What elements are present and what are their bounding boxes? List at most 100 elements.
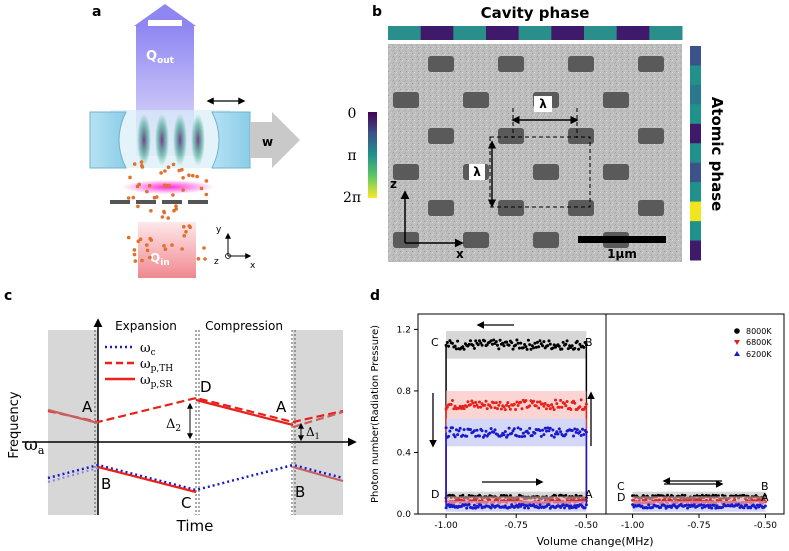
c-ylabel: Frequency [7, 391, 22, 458]
data-point [508, 407, 512, 411]
data-point [525, 347, 529, 351]
atom-dot [180, 167, 184, 172]
data-point [579, 434, 583, 437]
data-point [502, 433, 506, 437]
data-point [575, 339, 579, 343]
atom-cloud [155, 114, 169, 166]
data-point [524, 345, 528, 349]
data-point [516, 426, 520, 430]
data-point [533, 341, 537, 345]
point-c: C [181, 494, 191, 512]
atom-cloud [137, 114, 151, 166]
data-point [692, 503, 696, 507]
data-point [472, 346, 476, 350]
sem-square [428, 56, 454, 72]
data-point [686, 506, 690, 510]
colorbar-tick-pi: π [347, 148, 356, 164]
data-point [521, 503, 525, 507]
axis-x-label: x [250, 261, 256, 271]
data-point [467, 503, 471, 506]
data-point [451, 426, 454, 430]
data-point [478, 434, 481, 438]
atom-dot [174, 204, 178, 208]
panel-b-letter: b [372, 4, 383, 20]
data-point [561, 503, 565, 507]
data-point [492, 430, 496, 434]
atom-dot [182, 233, 186, 238]
data-point [541, 344, 545, 348]
data-point [501, 341, 505, 345]
compression-label: Compression [205, 319, 283, 333]
data-point [708, 504, 712, 507]
legend-marker-8000k [734, 328, 740, 334]
data-point [496, 407, 499, 411]
data-point [520, 407, 524, 411]
data-point [461, 433, 465, 437]
atomic-phase-segment [690, 65, 701, 86]
data-point [490, 342, 494, 346]
data-point [505, 403, 509, 407]
data-point [471, 344, 475, 347]
scale-bar [578, 236, 666, 243]
data-point [519, 427, 523, 431]
atom-dot [126, 196, 131, 200]
data-point [516, 341, 520, 345]
atom-dot [160, 215, 165, 219]
data-point [574, 506, 578, 510]
data-point [514, 343, 518, 347]
data-point [552, 435, 556, 439]
data-point [512, 402, 516, 406]
atom-dot [145, 248, 150, 253]
sem-square [533, 232, 559, 248]
legend-label-6200k: 6200K [746, 350, 772, 359]
y-tick-label: 0.4 [397, 448, 412, 458]
panel-d-letter: d [370, 288, 381, 304]
data-point [583, 506, 587, 510]
panel-c-letter: c [4, 288, 13, 304]
data-point [471, 506, 475, 510]
data-point [663, 504, 667, 508]
data-point [498, 400, 502, 404]
data-point [573, 427, 577, 431]
data-point [557, 405, 561, 409]
sem-square [498, 200, 524, 216]
data-point [496, 343, 499, 347]
sem-square [638, 128, 664, 144]
omega-p-th-curve [47, 396, 344, 424]
data-point [541, 428, 545, 432]
data-point [516, 404, 520, 407]
d-right-axes [605, 313, 785, 515]
grating-bar [136, 200, 156, 204]
sem-square [463, 232, 489, 248]
data-point [476, 505, 480, 509]
data-point [456, 339, 460, 343]
data-point [551, 428, 555, 432]
data-point [551, 405, 555, 409]
scale-bar-label: 1μm [607, 247, 637, 261]
atomic-phase-segment [690, 162, 701, 183]
data-point [572, 434, 575, 438]
legend-label-8000k: 8000K [746, 327, 772, 336]
point-a-right: A [276, 398, 287, 416]
atom-dot [152, 195, 157, 200]
data-point [645, 506, 649, 510]
data-point [465, 405, 469, 409]
data-point [684, 503, 688, 507]
sem-square [603, 92, 629, 108]
left-mirror [89, 111, 127, 169]
omega-p-lower-segment [97, 465, 197, 494]
data-point [737, 503, 741, 506]
atom-dot [126, 235, 131, 240]
d-right-point-a: A [761, 491, 769, 504]
data-point [512, 427, 516, 431]
atom-dot [187, 224, 192, 228]
atom-dot [171, 193, 175, 197]
data-point [710, 506, 714, 510]
data-point [453, 435, 457, 439]
atoms [126, 160, 209, 263]
data-point [448, 429, 452, 433]
sem-square [393, 232, 419, 248]
omega-p-sr-segment [47, 408, 99, 425]
atom-dot [145, 189, 149, 194]
data-point [493, 406, 497, 410]
